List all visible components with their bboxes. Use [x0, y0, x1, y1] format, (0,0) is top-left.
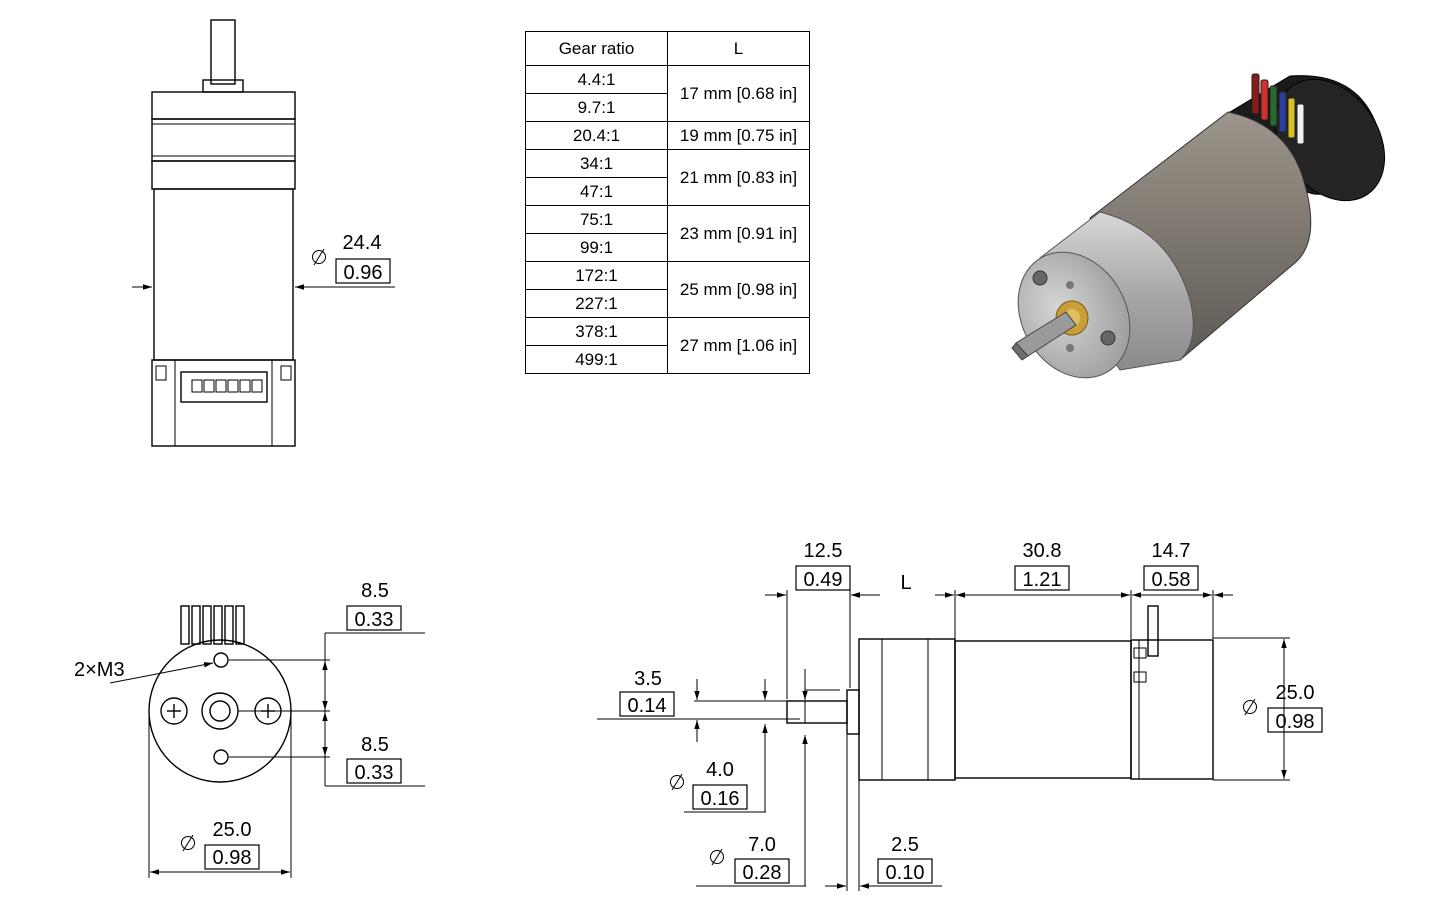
gear-ratio-cell: 75:1 — [525, 205, 668, 234]
top-view: 24.4 0.96 — [132, 19, 395, 447]
gear-ratio-cell: 499:1 — [525, 345, 668, 374]
gearbox-length-label: L — [900, 572, 911, 594]
lower-offset-mm: 8.5 — [361, 734, 389, 756]
screw-label: 2×M3 — [74, 659, 125, 681]
motor-length-mm: 30.8 — [1023, 540, 1062, 562]
gearbox-body — [151, 118, 296, 162]
gearbox-lower — [151, 160, 296, 190]
length-cell: 27 mm [1.06 in] — [667, 317, 810, 374]
diameter-symbol — [181, 834, 195, 852]
gear-ratio-cell: 172:1 — [525, 261, 668, 290]
side-shaft — [786, 700, 848, 724]
length-cell: 21 mm [0.83 in] — [667, 149, 810, 206]
boss-length-in: 0.10 — [886, 862, 925, 884]
body-diameter-mm: 25.0 — [1276, 682, 1315, 704]
table-row: 99:1 — [525, 233, 810, 262]
shaft-dia-in: 0.16 — [701, 788, 740, 810]
gear-ratio-cell: 4.4:1 — [525, 65, 668, 94]
length-cell: 17 mm [0.68 in] — [667, 65, 810, 122]
motor-length-in: 1.21 — [1023, 569, 1062, 591]
side-wires — [1147, 605, 1159, 657]
side-gearbox — [858, 638, 956, 781]
diameter-symbol — [710, 848, 724, 866]
encoder-housing — [151, 359, 296, 447]
gear-ratio-table: Gear ratio L 4.4:1 17 mm [0.68 in] 9.7:1… — [525, 31, 810, 374]
body-diameter-in: 0.98 — [1276, 711, 1315, 733]
length-cell: 23 mm [0.91 in] — [667, 205, 810, 262]
table-row: 378:1 27 mm [1.06 in] — [525, 317, 810, 374]
boss-length-mm: 2.5 — [891, 834, 919, 856]
mounting-screw-left — [160, 697, 188, 725]
side-boss — [846, 689, 860, 735]
table-row: 20.4:1 19 mm [0.75 in] — [525, 121, 810, 150]
gearbox-plate — [151, 91, 296, 120]
lower-offset-in: 0.33 — [355, 762, 394, 784]
diameter-symbol — [1243, 698, 1257, 716]
boss-dia-in: 0.28 — [743, 862, 782, 884]
table-row: 172:1 25 mm [0.98 in] — [525, 261, 810, 318]
motor-3d-render — [1011, 73, 1386, 379]
gear-ratio-cell: 47:1 — [525, 177, 668, 206]
table-row: 75:1 23 mm [0.91 in] — [525, 205, 810, 262]
length-cell: 19 mm [0.75 in] — [667, 121, 810, 150]
side-encoder — [1130, 639, 1214, 780]
table-header-gear-ratio: Gear ratio — [525, 31, 668, 66]
shaft-dia-mm: 4.0 — [706, 759, 734, 781]
shaft-length-mm: 12.5 — [804, 540, 843, 562]
m3-hole-upper — [213, 652, 229, 668]
table-row: 499:1 — [525, 345, 810, 374]
end-view-wires — [180, 605, 245, 645]
table-row: 9.7:1 — [525, 93, 810, 122]
side-motor — [954, 640, 1132, 779]
flat-mm: 3.5 — [634, 668, 662, 690]
motor-can — [153, 188, 294, 361]
gear-ratio-cell: 99:1 — [525, 233, 668, 262]
table-row: 47:1 — [525, 177, 810, 206]
table-row: 227:1 — [525, 289, 810, 318]
encoder-length-mm: 14.7 — [1152, 540, 1191, 562]
gear-ratio-cell: 378:1 — [525, 317, 668, 346]
connector-pins — [191, 379, 263, 393]
gear-ratio-cell: 20.4:1 — [525, 121, 668, 150]
shaft-bushing — [202, 79, 244, 93]
boss-dia-mm: 7.0 — [748, 834, 776, 856]
flat-in: 0.14 — [628, 695, 667, 717]
gear-ratio-cell: 34:1 — [525, 149, 668, 178]
diameter-symbol — [670, 773, 684, 791]
end-diameter-mm: 25.0 — [213, 819, 252, 841]
upper-offset-mm: 8.5 — [361, 580, 389, 602]
diameter-symbol — [312, 248, 326, 266]
top-diameter-mm: 24.4 — [343, 232, 382, 254]
table-row: 4.4:1 17 mm [0.68 in] — [525, 65, 810, 122]
table-header-length: L — [667, 31, 810, 66]
shaft-end — [209, 700, 231, 722]
gear-ratio-cell: 9.7:1 — [525, 93, 668, 122]
shaft-boss — [201, 692, 239, 730]
connector — [180, 371, 268, 403]
end-view: 2×M3 8.5 0.33 8.5 0.33 25.0 0.98 — [74, 580, 425, 878]
end-diameter-in: 0.98 — [213, 847, 252, 869]
side-view: 12.5 0.49 L 30.8 1.21 14.7 0.58 25.0 0.9… — [597, 540, 1323, 891]
output-shaft — [210, 19, 236, 85]
top-diameter-in: 0.96 — [344, 262, 383, 284]
upper-offset-in: 0.33 — [355, 609, 394, 631]
encoder-wires — [1251, 73, 1305, 145]
gear-ratio-cell: 227:1 — [525, 289, 668, 318]
m3-hole-lower — [213, 749, 229, 765]
encoder-length-in: 0.58 — [1152, 569, 1191, 591]
table-row: 34:1 21 mm [0.83 in] — [525, 149, 810, 206]
length-cell: 25 mm [0.98 in] — [667, 261, 810, 318]
shaft-length-in: 0.49 — [804, 569, 843, 591]
